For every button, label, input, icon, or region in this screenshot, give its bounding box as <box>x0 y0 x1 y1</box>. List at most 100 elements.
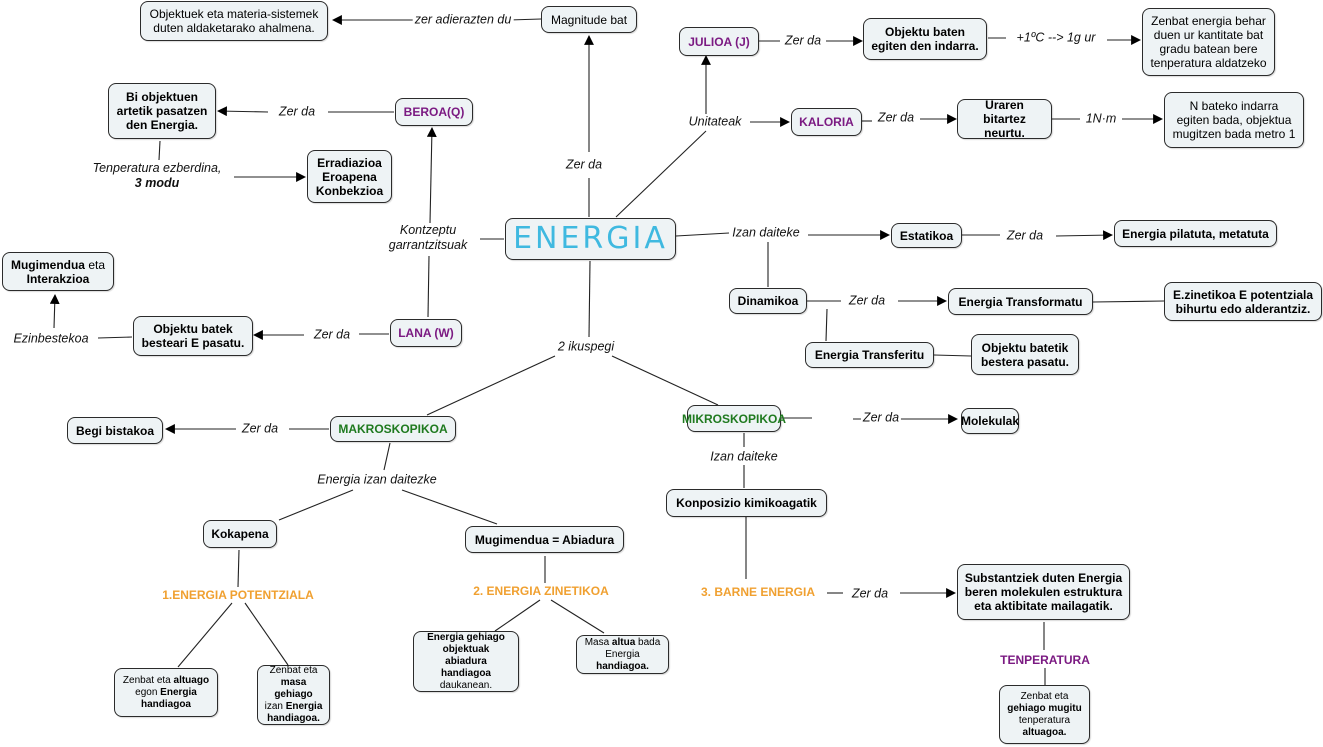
kokapena-node[interactable]: Kokapena <box>203 520 277 548</box>
link-energia-unitateak <box>615 130 707 218</box>
label-zer-da-estatikoa: Zer da <box>1004 228 1046 244</box>
link-ikuspegi-makro <box>426 355 556 416</box>
label-zer-da-beroa: Zer da <box>276 104 318 120</box>
bold-part: handiagoa. <box>267 713 320 724</box>
bold-part: Energia <box>160 686 197 698</box>
pilatuta-node[interactable]: Energia pilatuta, metatuta <box>1114 220 1277 247</box>
n-bateko-label: N bateko indarra egiten bada, objektua m… <box>1172 99 1296 141</box>
label-unitateak: Unitateak <box>686 114 744 130</box>
objektu-indarra-node[interactable]: Objektu baten egiten den indarra. <box>863 18 987 60</box>
link-makro-energiaizan <box>383 442 391 471</box>
batetik-label: Objektu batetik bestera pasatu. <box>980 340 1070 369</box>
beroa-node[interactable]: BEROA(Q) <box>395 98 473 126</box>
interakzioa-word: Interakzioa <box>26 271 90 286</box>
n-bateko-node[interactable]: N bateko indarra egiten bada, objektua m… <box>1164 92 1304 148</box>
tenperatura-ezberdina-text: Tenperatura ezberdina, <box>92 161 222 175</box>
link-energia-izandaiteke <box>675 232 730 237</box>
ahalmena-node[interactable]: Objektuek eta materia-sistemek duten ald… <box>140 1 328 41</box>
julioa-node[interactable]: JULIOA (J) <box>679 27 759 56</box>
objektu-batek-node[interactable]: Objektu batek besteari E pasatu. <box>133 316 253 356</box>
kaloria-node[interactable]: KALORIA <box>791 108 862 136</box>
label-kontzeptu: Kontzeptu garrantzitsuak <box>386 223 470 253</box>
bi-objektuen-node[interactable]: Bi objektuen artetik pasatzen den Energi… <box>108 83 216 139</box>
energia-label: ENERGIA <box>513 221 668 256</box>
text-part: daukanean. <box>439 679 493 691</box>
lana-node[interactable]: LANA (W) <box>390 319 462 347</box>
kokapena-label: Kokapena <box>211 527 269 541</box>
label-izan-daiteke-right: Izan daiteke <box>730 225 802 241</box>
bold-part: masa gehiago <box>274 677 313 700</box>
link-kokapena-potentziala <box>237 549 240 588</box>
link-potentziala-a <box>177 602 233 668</box>
molekulak-node[interactable]: Molekulak <box>961 408 1019 434</box>
text-part: bada <box>635 636 661 648</box>
bold-part: Energia gehiago <box>427 631 505 643</box>
hiru-modu-text: 3 modu <box>134 176 180 190</box>
link-zinetikoa-a <box>494 599 541 632</box>
label-zer-da-lana: Zer da <box>311 327 353 343</box>
hiru-modu-node[interactable]: Erradiazioa Eroapena Konbekzioa <box>307 150 392 203</box>
energia-node[interactable]: ENERGIA <box>505 218 676 260</box>
text-part: izan <box>264 701 286 712</box>
begi-bistakoa-node[interactable]: Begi bistakoa <box>67 417 163 444</box>
label-zer-da-makro: Zer da <box>239 421 281 437</box>
link-objektubatek-ezinbestekoa <box>97 336 133 339</box>
link-biobjektuen-temp <box>158 140 161 161</box>
link-transformatu-ezinetikoa <box>1092 300 1165 303</box>
estatikoa-node[interactable]: Estatikoa <box>891 223 962 248</box>
hiru-modu-label: Erradiazioa Eroapena Konbekzioa <box>315 155 384 198</box>
eta-word: eta <box>84 257 105 272</box>
transferitu-label: Energia Transferitu <box>814 348 925 362</box>
uraren-node[interactable]: Uraren bitartez neurtu. <box>957 98 1052 140</box>
label-zer-da-julioa: Zer da <box>782 33 824 49</box>
beroa-label: BEROA(Q) <box>403 105 465 119</box>
transformatu-node[interactable]: Energia Transformatu <box>948 288 1093 315</box>
text-part: Energia <box>605 648 640 660</box>
bold-part: altuagoa. <box>1022 726 1067 738</box>
batetik-node[interactable]: Objektu batetik bestera pasatu. <box>971 334 1079 375</box>
ahalmena-label: Objektuek eta materia-sistemek duten ald… <box>149 7 319 35</box>
zenbat-energia-node[interactable]: Zenbat energia behar duen ur kantitate b… <box>1142 8 1275 76</box>
konposizio-node[interactable]: Konposizio kimikoagatik <box>666 489 827 517</box>
mugimendua-abiadura-node[interactable]: Mugimendua = Abiadura <box>465 526 624 553</box>
label-zer-da-mikro: Zer da <box>860 410 902 426</box>
dinamikoa-node[interactable]: Dinamikoa <box>729 288 807 314</box>
transferitu-node[interactable]: Energia Transferitu <box>805 342 934 368</box>
text-part: Zenbat eta <box>122 674 174 686</box>
ezinetikoa-label: E.zinetikoa E potentziala bihurtu edo al… <box>1172 287 1314 316</box>
mikroskopikoa-label: MIKROSKOPIKOA <box>682 411 787 426</box>
makroskopikoa-node[interactable]: MAKROSKOPIKOA <box>330 416 456 442</box>
magnitude-node[interactable]: Magnitude bat <box>541 6 637 33</box>
text-part: Masa <box>584 636 612 648</box>
link-potentziala-b <box>244 602 289 666</box>
bold-part: abiadura <box>445 655 487 667</box>
mikroskopikoa-node[interactable]: MIKROSKOPIKOA <box>682 405 786 432</box>
link-label-biobjektuen <box>217 106 269 117</box>
bold-part: gehiago mugitu <box>1007 702 1082 714</box>
pilatuta-label: Energia pilatuta, metatuta <box>1122 226 1269 241</box>
ezinetikoa-node[interactable]: E.zinetikoa E potentziala bihurtu edo al… <box>1164 282 1322 321</box>
label-ikuspegi: 2 ikuspegi <box>555 339 617 355</box>
bold-part: Energia <box>285 701 323 712</box>
label-ezinbestekoa: Ezinbestekoa <box>11 331 91 347</box>
estatikoa-label: Estatikoa <box>899 228 954 243</box>
link-label-pilatuta <box>1055 230 1113 241</box>
dinamikoa-label: Dinamikoa <box>737 294 799 308</box>
label-zer-adierazten: zer adierazten du <box>412 12 514 28</box>
molekulak-label: Molekulak <box>960 414 1020 428</box>
substantziek-node[interactable]: Substantziek duten Energia beren molekul… <box>957 564 1130 620</box>
begi-bistakoa-label: Begi bistakoa <box>75 423 155 438</box>
link-ezinbestekoa-mugimendua <box>49 294 60 329</box>
mugimendua-word: Mugimendua <box>10 257 85 272</box>
text-part: egon <box>135 686 161 698</box>
